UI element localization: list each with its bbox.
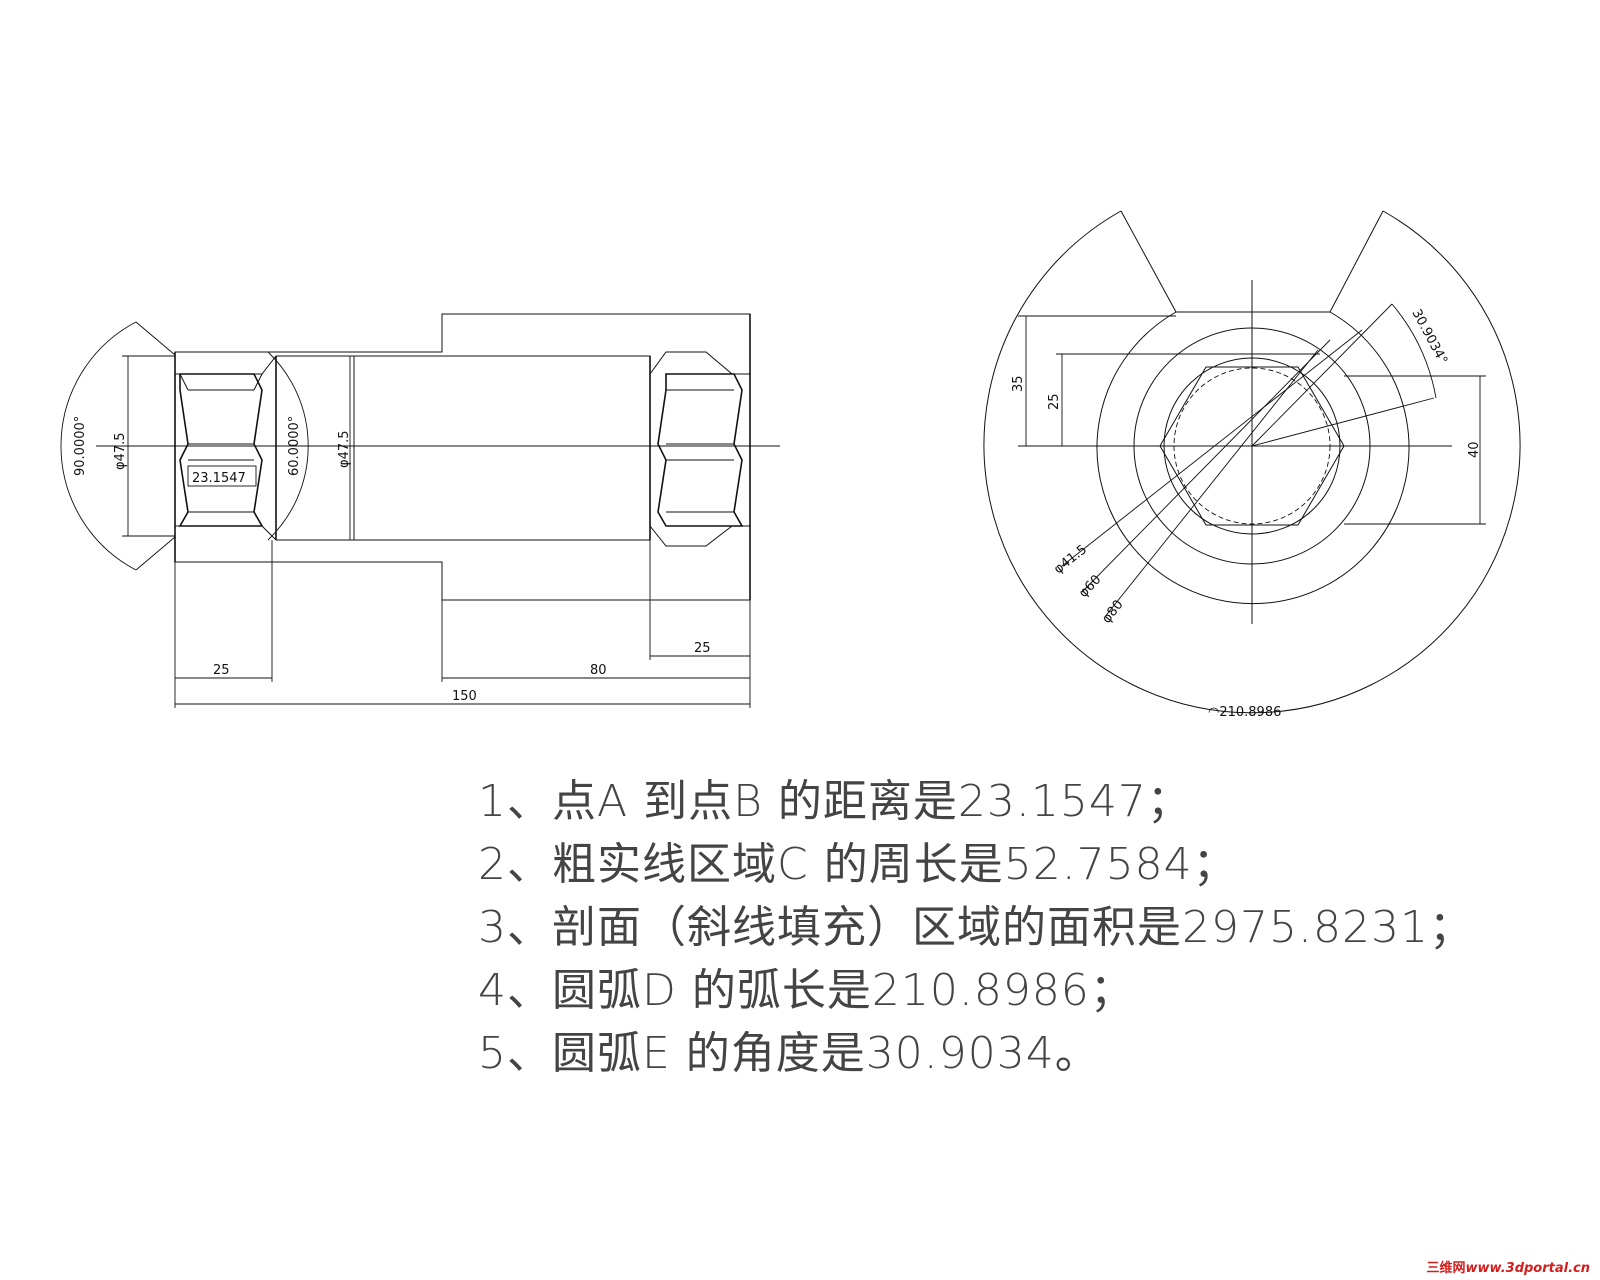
dim-angle-90: 90.0000° — [73, 416, 88, 476]
note-1: 1、点A 到点B 的距离是23.1547； — [478, 776, 1192, 827]
arc-e-angle — [1391, 303, 1437, 399]
dim-dia-left: φ47.5 — [113, 432, 128, 470]
dim-ab-distance: 23.1547 — [192, 471, 246, 486]
outer-arc-d — [983, 210, 1521, 714]
watermark-brand: 三维网 — [1426, 1261, 1466, 1276]
dim-len-80: 80 — [590, 663, 607, 678]
right-insert-profile — [657, 373, 744, 527]
dim-h40: 40 — [1467, 441, 1482, 458]
hatch-top-region — [174, 313, 751, 376]
right-end-view: 30.9034° 35 25 40 φ41.5 φ60 φ80 ◠210.898… — [983, 210, 1521, 720]
note-3: 3、剖面（斜线填充）区域的面积是2975.8231； — [478, 902, 1474, 953]
angle-60-arc — [267, 351, 309, 541]
dim-arc-length: ◠210.8986 — [1208, 705, 1281, 720]
dim-len-150: 150 — [452, 689, 477, 704]
note-4: 4、圆弧D 的弧长是210.8986； — [478, 965, 1135, 1016]
dim-dia-80: φ80 — [1099, 597, 1126, 626]
dim-len-25-right: 25 — [694, 641, 711, 656]
dim-dia-60: φ60 — [1076, 572, 1104, 600]
watermark: 三维网www.3dportal.cn — [1427, 1257, 1591, 1276]
notes-block: 1、点A 到点B 的距离是23.1547； 2、粗实线区域C 的周长是52.75… — [478, 770, 1474, 1085]
note-2: 2、粗实线区域C 的周长是52.7584； — [478, 839, 1238, 890]
dim-dia-mid: φ47.5 — [337, 430, 352, 468]
left-section-view: 90.0000° φ47.5 23.1547 60.0000° φ47.5 25… — [60, 313, 780, 708]
dim-h25: 25 — [1047, 393, 1062, 410]
dim-dia-41-5: φ41.5 — [1051, 542, 1090, 577]
dim-angle-60: 60.0000° — [287, 416, 302, 476]
ab-distance-box — [187, 465, 257, 487]
hatch-bottom-region — [174, 524, 751, 601]
angle-90-arc — [60, 321, 137, 571]
left-insert-profile — [178, 373, 264, 527]
dim-len-25-left: 25 — [213, 663, 230, 678]
note-5: 5、圆弧E 的角度是30.9034。 — [478, 1028, 1100, 1079]
watermark-url: www.3dportal.cn — [1465, 1261, 1590, 1276]
dim-h35: 35 — [1011, 375, 1026, 392]
